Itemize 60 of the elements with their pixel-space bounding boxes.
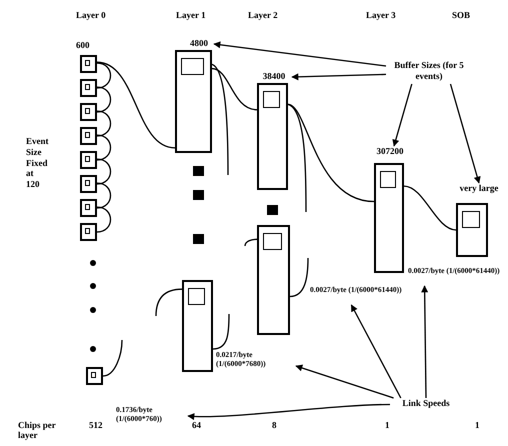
chip-box — [257, 83, 288, 190]
chip-box — [80, 103, 97, 121]
connection-curve — [96, 62, 112, 89]
connection-curve — [102, 340, 123, 377]
chip-box — [182, 280, 213, 372]
arrow — [392, 84, 412, 147]
connection-curve — [96, 110, 112, 137]
arrow — [350, 304, 402, 398]
connection-curve — [212, 314, 230, 350]
connection-curve — [212, 64, 229, 175]
chip-box — [86, 367, 103, 385]
chip-count: 64 — [192, 420, 201, 431]
chip-box — [374, 163, 404, 273]
chip-box — [456, 203, 488, 257]
column-heading: Layer 1 — [176, 10, 206, 21]
connection-curve — [212, 68, 258, 110]
arrow — [421, 285, 428, 398]
arrow — [291, 73, 386, 80]
chip-count: 512 — [89, 420, 102, 431]
connection-curve — [404, 185, 456, 231]
chip-box — [80, 127, 97, 145]
chip-box — [80, 199, 97, 217]
arrow — [295, 364, 394, 399]
chip-count: 8 — [272, 420, 276, 431]
chip-box — [80, 151, 97, 169]
buffer-size-value: very large — [452, 183, 506, 195]
arrow — [213, 41, 386, 67]
row-heading: Chips per layer — [18, 420, 57, 441]
callout-text: Link Speeds — [390, 398, 462, 411]
connection-curve — [155, 288, 182, 316]
buffer-size-value: 38400 — [256, 71, 292, 83]
buffer-size-value: 4800 — [184, 38, 214, 50]
arrow — [187, 404, 390, 420]
chip-count: 1 — [385, 420, 390, 431]
buffer-size-value: 307200 — [370, 146, 410, 158]
connection-curve — [96, 86, 112, 113]
column-heading: Layer 0 — [76, 10, 106, 21]
connection-curve — [96, 158, 112, 185]
column-heading: SOB — [452, 10, 470, 21]
chip-box — [80, 175, 97, 193]
column-heading: Layer 3 — [366, 10, 396, 21]
callout-text: Buffer Sizes (for 5 events) — [386, 60, 472, 84]
connection-curve — [96, 62, 176, 148]
connection-curve — [288, 104, 307, 212]
chip-box — [80, 79, 97, 97]
side-note: Event Size Fixed at 120 — [26, 136, 48, 190]
chip-box — [175, 50, 212, 153]
connection-curve — [96, 134, 112, 161]
connection-curve — [290, 258, 309, 298]
chip-box — [257, 225, 290, 335]
chip-box — [80, 55, 97, 73]
connection-curve — [96, 206, 112, 233]
connection-curve — [244, 238, 258, 246]
buffer-size-value: 600 — [76, 40, 90, 51]
chip-box — [80, 223, 97, 241]
connection-curve — [288, 104, 374, 202]
connection-curve — [96, 182, 112, 209]
arrow — [450, 84, 481, 184]
chip-count: 1 — [475, 420, 480, 431]
column-heading: Layer 2 — [248, 10, 278, 21]
